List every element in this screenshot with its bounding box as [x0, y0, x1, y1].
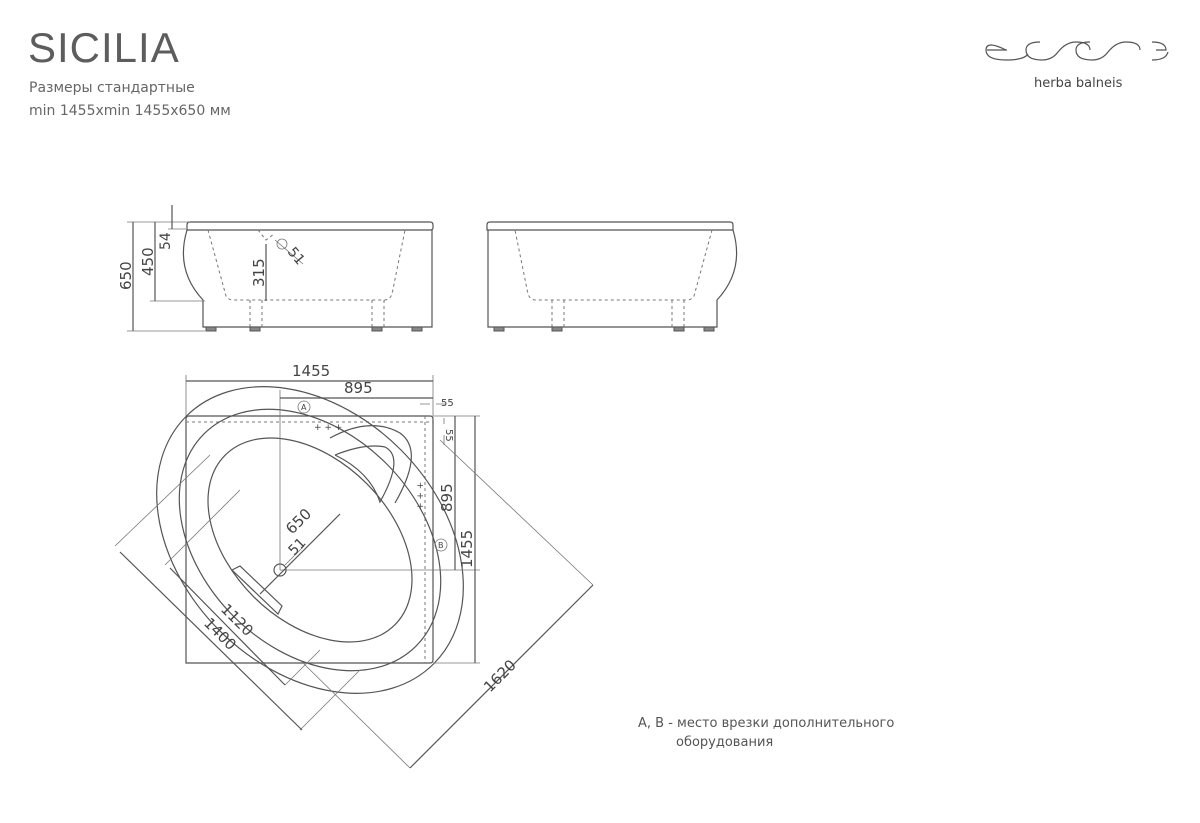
- dim-drain-diameter-side: 51: [284, 244, 308, 268]
- side-view-left: 650 450 54 315 51: [117, 205, 434, 332]
- side-view-right: [486, 221, 738, 332]
- svg-text:+ + +: + + +: [416, 482, 426, 510]
- dim-margin-right: 55: [443, 429, 454, 442]
- dim-total-height: 650: [117, 261, 135, 290]
- dim-drain-diameter-plan: 51: [286, 535, 310, 559]
- dim-margin-top: 55: [441, 398, 454, 409]
- dim-drain-offset-x: 895: [344, 379, 373, 397]
- subtitle-dimensions: min 1455xmin 1455x650 мм: [29, 103, 231, 119]
- marker-a: A: [301, 403, 307, 412]
- svg-text:+ + +: + + +: [314, 423, 342, 433]
- note-line-2: оборудования: [676, 735, 774, 750]
- note-line-1: A, B - место врезки дополнительного: [638, 716, 895, 731]
- product-title: SICILIA: [28, 24, 180, 71]
- dim-diagonal: 1620: [480, 656, 520, 696]
- subtitle-standard-sizes: Размеры стандартные: [29, 80, 195, 96]
- dim-width-top: 1455: [292, 362, 330, 380]
- dim-bowl-width: 650: [282, 505, 315, 538]
- dim-drain-height: 315: [250, 258, 268, 287]
- plan-view: + + + + + + 1455 895 55 55 895 1455 650 …: [114, 362, 594, 769]
- dim-depth-right: 1455: [458, 530, 476, 568]
- dim-drain-offset-y: 895: [438, 483, 456, 512]
- dim-rim: 54: [158, 232, 174, 250]
- brand-tagline: herba balneis: [1034, 76, 1123, 91]
- marker-b: B: [438, 541, 444, 550]
- dim-inner-depth: 450: [139, 247, 157, 276]
